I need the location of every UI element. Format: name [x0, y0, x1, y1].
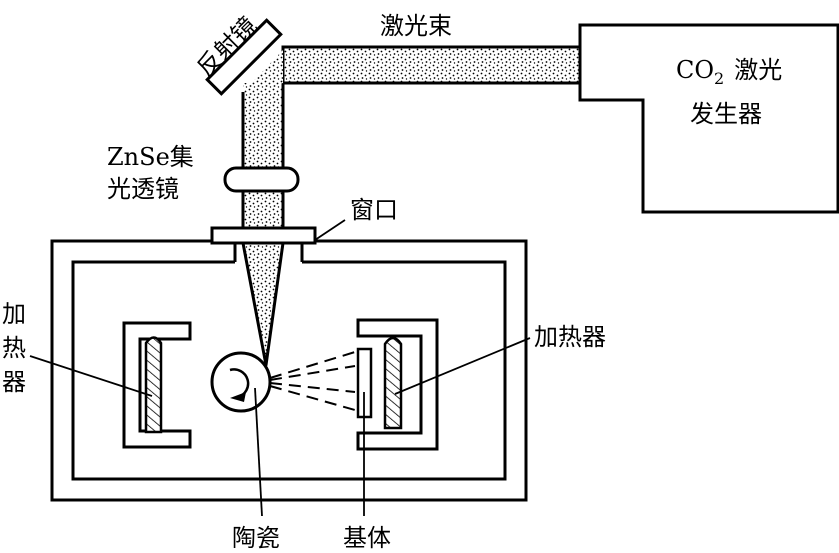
right-heater-housing — [356, 318, 439, 451]
lens-label-line2: 光透镜 — [107, 175, 179, 203]
beam-corner — [243, 50, 283, 92]
substrate-label: 基体 — [343, 524, 391, 552]
laser-source-label-line2: 发生器 — [690, 100, 762, 128]
ablation-plume — [269, 351, 356, 411]
right-heater-leader — [394, 337, 531, 395]
left-heater-housing — [122, 321, 192, 449]
left-heater-element — [144, 336, 163, 434]
focused-beam-cone — [241, 241, 285, 367]
znse-lens — [223, 166, 300, 193]
chamber-inner-wall — [71, 260, 507, 481]
right-heater-element — [383, 336, 403, 430]
window-label: 窗口 — [350, 196, 398, 224]
ceramic-arrow-head — [230, 392, 246, 402]
mirror — [205, 18, 283, 96]
window — [210, 226, 317, 245]
laser-beam-label: 激光束 — [380, 12, 452, 40]
ceramic-label: 陶瓷 — [232, 524, 280, 552]
left-heater-label-char-2: 热 — [2, 334, 26, 362]
ceramic-target — [210, 351, 272, 413]
laser-beam-vertical — [243, 83, 283, 235]
ceramic-leader — [254, 387, 263, 517]
lens-label-line1: ZnSe集 — [107, 143, 194, 171]
laser-generator-box — [578, 23, 839, 214]
laser-beam-horizontal — [281, 45, 582, 85]
chamber-outer-wall — [50, 239, 528, 502]
left-heater-label-char-3: 器 — [2, 368, 26, 396]
right-heater-label: 加热器 — [534, 323, 606, 351]
left-heater-label-char-1: 加 — [2, 300, 26, 328]
window-leader — [314, 219, 346, 241]
left-heater-leader — [29, 355, 153, 397]
